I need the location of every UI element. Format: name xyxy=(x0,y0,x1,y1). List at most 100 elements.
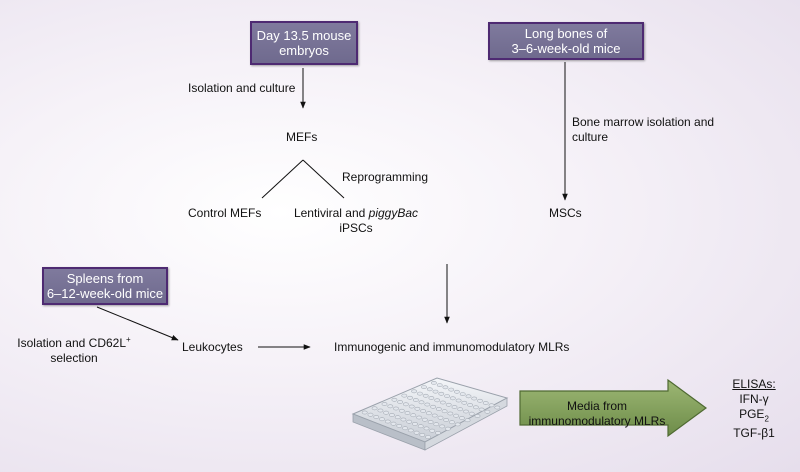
label-mefs: MEFs xyxy=(286,130,318,144)
media-arrow-shape xyxy=(519,378,708,438)
elisa-ifn-gamma: IFN-γ xyxy=(739,392,769,406)
plate-well xyxy=(391,397,398,402)
plate-well xyxy=(435,407,442,411)
plate-well xyxy=(425,435,431,440)
plate-well xyxy=(424,402,431,407)
plate-well xyxy=(406,419,413,424)
plate-well xyxy=(426,411,432,416)
plate-well xyxy=(494,405,501,410)
plate-well xyxy=(422,393,429,398)
plate-well xyxy=(412,422,418,426)
plate-well xyxy=(432,389,439,394)
plate-well xyxy=(373,415,380,419)
plate-well xyxy=(410,413,417,418)
plate-well xyxy=(436,383,443,388)
label-isolation-cd62l: Isolation and CD62L+ selection xyxy=(16,332,132,366)
plate-well xyxy=(474,414,481,418)
plate-well xyxy=(371,406,378,411)
plate-well xyxy=(390,421,397,426)
elisa-tgf-beta1: TGF-β1 xyxy=(733,426,775,441)
plate-well xyxy=(430,404,436,409)
plate-well xyxy=(468,411,475,416)
elisa-pge-sub: 2 xyxy=(764,414,769,424)
plate-well xyxy=(434,398,441,403)
box-line-1: Spleens from xyxy=(66,271,144,286)
label-piggybac: piggyBac xyxy=(368,206,419,220)
plate-well xyxy=(484,409,491,414)
plate-well xyxy=(421,417,428,422)
plate-well xyxy=(397,400,403,404)
plate-well xyxy=(407,395,413,400)
label-cd62l-sup: + xyxy=(126,335,131,344)
plate-well xyxy=(367,412,374,417)
plate-well xyxy=(448,387,455,392)
plate-well xyxy=(447,411,454,416)
plate-well xyxy=(433,422,440,427)
plate-well xyxy=(412,398,419,402)
plate-well xyxy=(454,389,460,394)
plate-well xyxy=(451,405,458,409)
plate-well xyxy=(478,407,485,412)
box-line-2: 3–6-week-old mice xyxy=(511,41,621,56)
arrow-spleens-to-leukocytes xyxy=(96,306,179,341)
plate-well xyxy=(419,433,426,437)
label-mlrs: Immunogenic and immunomodulatory MLRs xyxy=(334,340,570,354)
label-bone-marrow-line-1: Bone marrow isolation and xyxy=(572,115,715,129)
elisa-pge: PGE xyxy=(739,407,765,421)
plate-well xyxy=(377,408,384,413)
plate-well xyxy=(403,402,409,407)
plate-well xyxy=(463,409,469,414)
plate-well xyxy=(423,426,430,431)
plate-well xyxy=(417,391,423,396)
plate-well xyxy=(459,416,465,420)
plate-well xyxy=(461,400,468,405)
label-reprogramming: Reprogramming xyxy=(342,170,429,184)
plate-well xyxy=(467,403,473,407)
media-arrow-label: Media from immunomodulatory MLRs xyxy=(522,399,672,429)
plate-well xyxy=(426,387,433,392)
box-day-13-5-embryos: Day 13.5 mouse embryos xyxy=(250,21,358,65)
plate-well xyxy=(429,428,436,433)
label-isolation-culture: Isolation and culture xyxy=(188,81,296,95)
plate-well xyxy=(449,420,455,425)
plate-well xyxy=(401,393,408,398)
plate-well xyxy=(418,400,425,405)
box-spleens: Spleens from 6–12-week-old mice xyxy=(42,267,168,305)
plate-well xyxy=(445,402,452,407)
plate-well xyxy=(427,420,434,424)
label-selection: selection xyxy=(50,351,98,365)
plate-well xyxy=(413,430,420,435)
box-long-bones: Long bones of 3–6-week-old mice xyxy=(488,22,644,60)
plate-well xyxy=(431,413,438,418)
line-mefs-to-control xyxy=(261,159,304,199)
media-arrow-line-2: immunomodulatory MLRs xyxy=(528,414,666,428)
plate-well xyxy=(472,405,479,410)
plate-well xyxy=(387,404,394,409)
plate-well xyxy=(445,426,451,431)
plate-well xyxy=(457,407,464,412)
label-leukocytes: Leukocytes xyxy=(182,340,243,354)
plate-well xyxy=(471,396,478,401)
plate-well xyxy=(384,419,391,424)
plate-well xyxy=(394,415,401,420)
plate-well xyxy=(444,394,450,399)
plate-well xyxy=(459,392,466,397)
plate-well xyxy=(417,424,424,429)
plate-well xyxy=(488,403,495,408)
plate-well xyxy=(381,402,388,406)
box-line-1: Long bones of xyxy=(524,26,608,41)
plate-well xyxy=(414,406,421,411)
plate-well xyxy=(442,385,449,390)
plate-well xyxy=(431,380,437,385)
plate-well xyxy=(421,385,427,390)
plate-well xyxy=(428,396,435,400)
plate-well xyxy=(389,413,395,417)
media-arrow-line-1: Media from xyxy=(566,399,628,413)
plate-well xyxy=(482,401,489,405)
plate-well xyxy=(440,400,446,405)
plate-well xyxy=(441,409,448,414)
label-cd62l: Isolation and CD62L xyxy=(17,336,127,350)
microplate-icon xyxy=(351,377,509,451)
plate-well xyxy=(435,431,441,435)
box-line-2: embryos xyxy=(279,43,329,58)
